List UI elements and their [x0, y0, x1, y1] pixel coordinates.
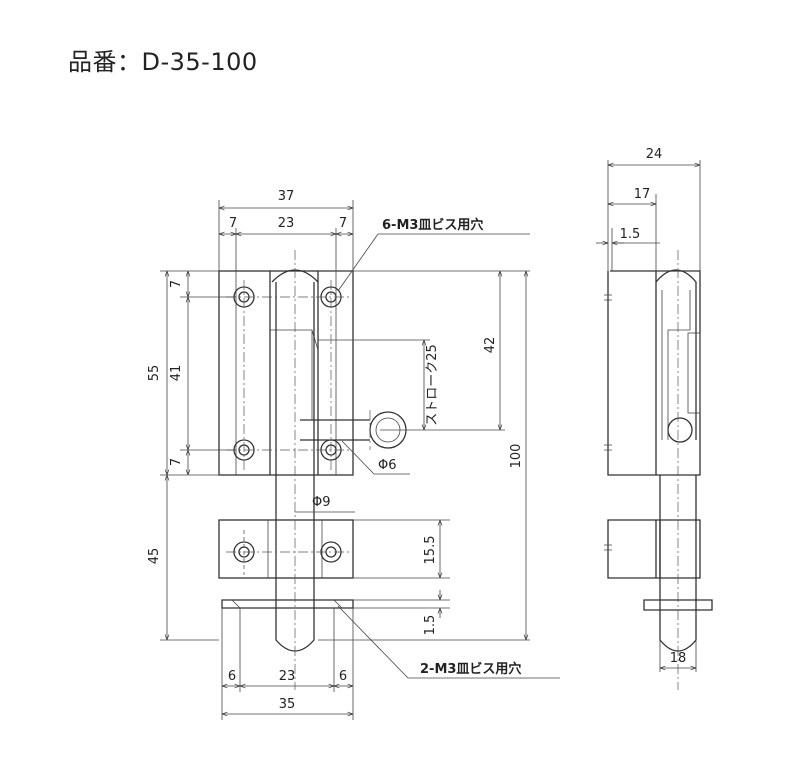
dim-23-bottom: 23	[279, 669, 296, 684]
dim-6-left: 6	[228, 669, 236, 684]
dim-1-5-side: 1.5	[620, 227, 641, 242]
dim-55: 55	[147, 365, 162, 382]
dims-bottom: 6 23 6 35	[221, 608, 354, 720]
diameter-callouts: Φ6 Φ9	[295, 440, 410, 513]
dims-right: ストローク25 42 100 15.5 1.5	[318, 270, 530, 641]
phi-9-label: Φ9	[312, 495, 331, 510]
dim-7-lower: 7	[169, 458, 184, 466]
dim-42: 42	[483, 337, 498, 354]
dim-24: 24	[646, 147, 663, 162]
dim-1-5-front: 1.5	[423, 615, 438, 636]
dim-45: 45	[147, 548, 162, 565]
side-view	[604, 250, 713, 690]
floor-plate	[221, 599, 354, 609]
hole-note-bottom-text: 2-M3皿ビス用穴	[420, 661, 521, 677]
bolt-knob	[300, 419, 370, 441]
dim-17: 17	[634, 187, 651, 202]
upper-plate	[218, 270, 354, 476]
hole-note-bottom: 2-M3皿ビス用穴	[337, 605, 560, 679]
dim-41: 41	[169, 365, 184, 382]
dim-23-top: 23	[278, 216, 295, 231]
product-code-title: 品番：D-35-100	[68, 48, 258, 76]
hole-note-top: 6-M3皿ビス用穴	[337, 217, 530, 292]
dim-35: 35	[279, 697, 296, 712]
hole-note-top-text: 6-M3皿ビス用穴	[382, 217, 483, 233]
dim-7-right: 7	[339, 216, 347, 231]
side-dims: 24 17 1.5 18	[596, 147, 701, 672]
dim-18: 18	[670, 651, 687, 666]
dims-left: 55 41 7 7 45	[147, 270, 236, 641]
dims-top: 37 7 23 7	[218, 189, 354, 271]
dim-15-5: 15.5	[423, 536, 438, 565]
phi-6-label: Φ6	[378, 458, 397, 473]
keeper-plate	[218, 519, 354, 579]
stroke-25-label: ストローク25	[425, 344, 440, 426]
screw-holes-upper	[233, 286, 342, 461]
dim-37: 37	[278, 189, 295, 204]
dim-7-left: 7	[229, 216, 237, 231]
dim-7-upper: 7	[169, 280, 184, 288]
dim-100: 100	[509, 444, 524, 469]
dim-6-right: 6	[339, 669, 347, 684]
